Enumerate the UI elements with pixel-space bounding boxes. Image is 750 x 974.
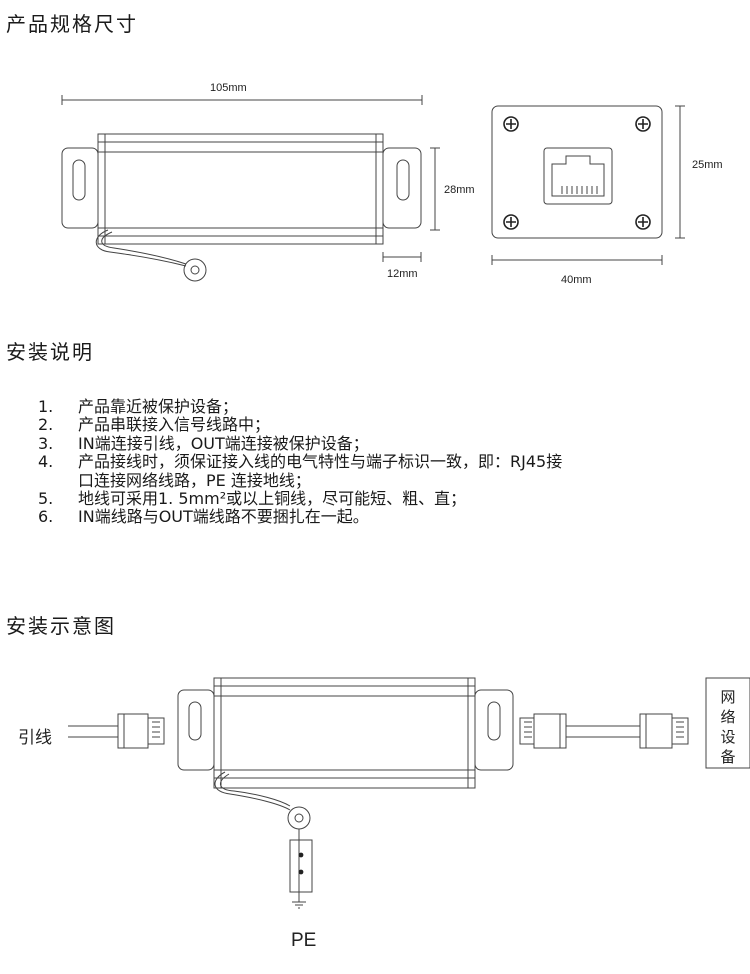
step-number: 6. <box>38 507 54 527</box>
step-text: 产品靠近被保护设备； <box>78 397 239 416</box>
pe-label: PE <box>291 930 316 951</box>
step-number: 2. <box>38 415 54 435</box>
device-label: 网 络 设 备 <box>720 689 735 766</box>
step-text: 口连接网络线路，PE 连接地线； <box>78 470 311 490</box>
specs-title: 产品规格尺寸 <box>6 12 138 36</box>
list-item: 1. 产品靠近被保护设备； <box>38 397 738 416</box>
list-item: 2. 产品串联接入信号线路中； <box>38 415 738 435</box>
screw-icons <box>503 116 651 230</box>
step-text: IN端连接引线，OUT端连接被保护设备； <box>78 433 369 453</box>
step-text: IN端线路与OUT端线路不要捆扎在一起。 <box>78 507 369 527</box>
list-item: 5. 地线可采用1. 5mm²或以上铜线，尽可能短、粗、直； <box>38 489 738 509</box>
instruction-list: 1. 产品靠近被保护设备； 2. 产品串联接入信号线路中； 3. IN端连接引线… <box>38 397 738 527</box>
step-number: 5. <box>38 489 54 509</box>
step-text: 产品串联接入信号线路中； <box>78 415 271 435</box>
dim-face-width-label: 40mm <box>561 274 592 286</box>
device-label-char: 络 <box>720 709 735 726</box>
step-text: 产品接线时，须保证接入线的电气特性与端子标识一致，即：RJ45接 <box>78 452 563 472</box>
list-item: 6. IN端线路与OUT端线路不要捆扎在一起。 <box>38 507 738 527</box>
device-label-char: 设 <box>720 729 735 746</box>
dim-height-label: 28mm <box>444 184 475 196</box>
install-title: 安装说明 <box>6 340 94 364</box>
device-label-char: 网 <box>720 689 735 706</box>
list-item: 3. IN端连接引线，OUT端连接被保护设备； <box>38 433 738 453</box>
dim-flange-label: 12mm <box>387 268 418 280</box>
spec-drawing: 105mm 28mm 12mm 40mm 25mm <box>61 82 723 286</box>
step-text: 地线可采用1. 5mm²或以上铜线，尽可能短、粗、直； <box>78 489 467 509</box>
installation-diagram: 引线 网 络 设 备 PE <box>18 677 750 951</box>
diagram-title: 安装示意图 <box>6 614 116 638</box>
step-number: 3. <box>38 433 54 453</box>
dim-length-label: 105mm <box>210 82 247 94</box>
step-number <box>38 472 78 490</box>
step-number: 4. <box>38 452 54 472</box>
list-item: 4. 产品接线时，须保证接入线的电气特性与端子标识一致，即：RJ45接 <box>38 452 738 472</box>
list-item: 口连接网络线路，PE 连接地线； <box>38 470 738 490</box>
step-number: 1. <box>38 397 54 416</box>
device-label-char: 备 <box>720 749 735 766</box>
lead-label: 引线 <box>18 728 52 747</box>
dim-face-height-label: 25mm <box>692 159 723 171</box>
